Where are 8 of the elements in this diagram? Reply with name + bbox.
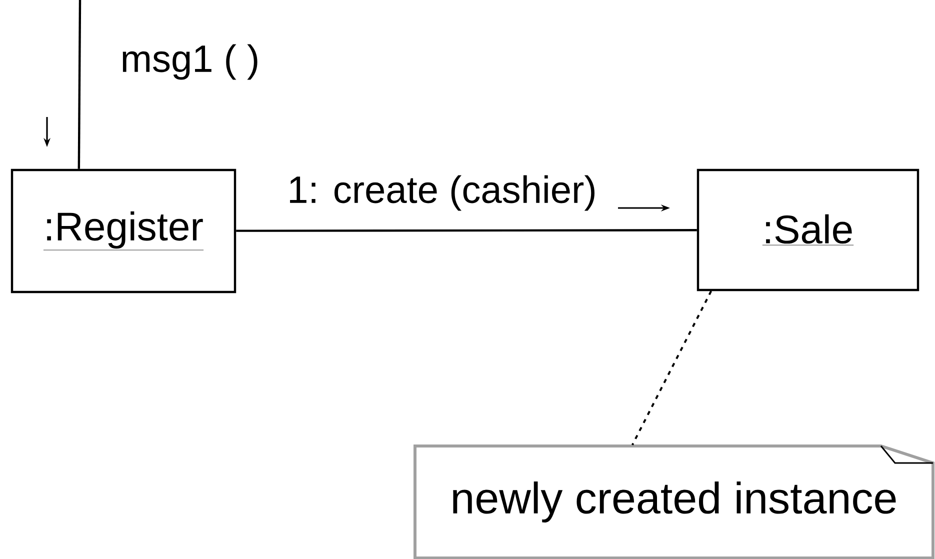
connector [236,229,697,232]
note-box: newly created instance [414,444,934,559]
message-label: msg1 ( ) [118,42,262,82]
connector [632,290,712,446]
object-box: :Register [10,168,236,294]
connector [78,0,82,169]
message-label: 1: create (cashier) [285,173,599,213]
object-box: :Sale [696,168,920,292]
